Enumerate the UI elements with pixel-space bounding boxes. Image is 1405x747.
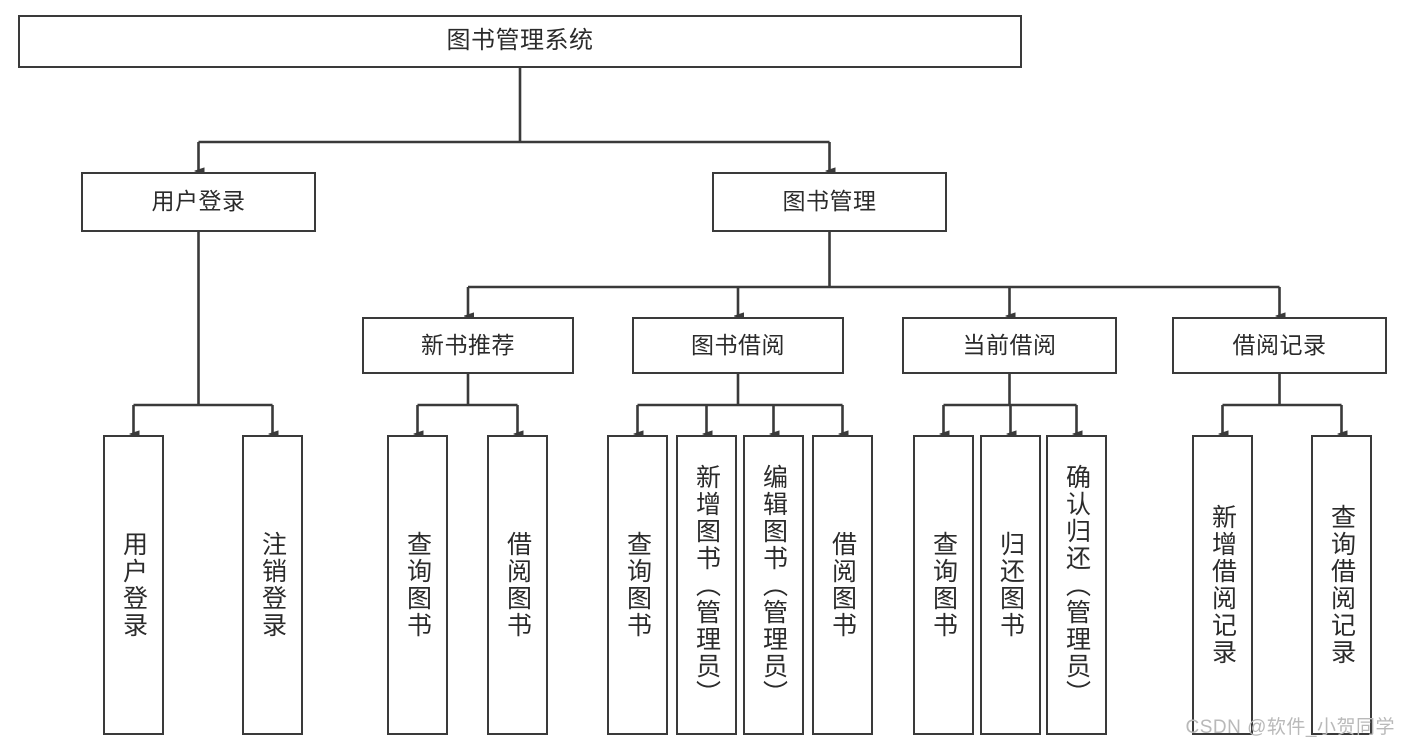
node-borrowrec[interactable]: 借阅记录	[1172, 317, 1387, 374]
node-leaf-user-logout[interactable]: 注销登录	[242, 435, 303, 735]
node-label: 当前借阅	[962, 331, 1057, 358]
node-newbook[interactable]: 新书推荐	[362, 317, 574, 374]
node-leaf-cb-confirm[interactable]: 确认归还（管理员）	[1046, 435, 1107, 735]
node-login[interactable]: 用户登录	[81, 172, 316, 232]
node-leaf-cb-return[interactable]: 归还图书	[980, 435, 1041, 735]
node-leaf-nb-query[interactable]: 查询图书	[387, 435, 448, 735]
node-leaf-bb-add[interactable]: 新增图书（管理员）	[676, 435, 737, 735]
node-leaf-br-query[interactable]: 查询借阅记录	[1311, 435, 1372, 735]
node-label: 图书借阅	[691, 331, 785, 358]
node-leaf-cb-query[interactable]: 查询图书	[913, 435, 974, 735]
node-borrowbook[interactable]: 图书借阅	[632, 317, 844, 374]
node-leaf-bb-borrow[interactable]: 借阅图书	[812, 435, 873, 735]
node-leaf-user-login[interactable]: 用户登录	[103, 435, 164, 735]
node-label: 图书管理系统	[446, 27, 594, 55]
node-label: 编辑图书（管理员）	[759, 463, 788, 707]
node-label: 新增借阅记录	[1208, 504, 1237, 666]
node-label: 查询图书	[929, 531, 958, 639]
node-root[interactable]: 图书管理系统	[18, 15, 1022, 68]
node-label: 借阅记录	[1232, 331, 1327, 358]
node-label: 借阅图书	[828, 531, 857, 639]
node-label: 确认归还（管理员）	[1062, 463, 1091, 707]
node-leaf-bb-edit[interactable]: 编辑图书（管理员）	[743, 435, 804, 735]
node-label: 用户登录	[119, 531, 148, 639]
node-curborrow[interactable]: 当前借阅	[902, 317, 1117, 374]
node-label: 注销登录	[258, 531, 287, 639]
node-label: 查询图书	[403, 531, 432, 639]
node-label: 查询借阅记录	[1327, 504, 1356, 666]
node-label: 新增图书（管理员）	[692, 463, 721, 707]
node-label: 新书推荐	[421, 331, 515, 358]
node-label: 查询图书	[623, 531, 652, 639]
node-label: 图书管理	[782, 188, 877, 215]
node-label: 用户登录	[151, 188, 246, 215]
node-label: 归还图书	[996, 531, 1025, 639]
watermark-text: CSDN @软件_小贺同学	[1185, 717, 1395, 738]
node-leaf-br-add[interactable]: 新增借阅记录	[1192, 435, 1253, 735]
node-label: 借阅图书	[503, 531, 532, 639]
node-bookmgmt[interactable]: 图书管理	[712, 172, 947, 232]
node-leaf-nb-borrow[interactable]: 借阅图书	[487, 435, 548, 735]
node-leaf-bb-query[interactable]: 查询图书	[607, 435, 668, 735]
